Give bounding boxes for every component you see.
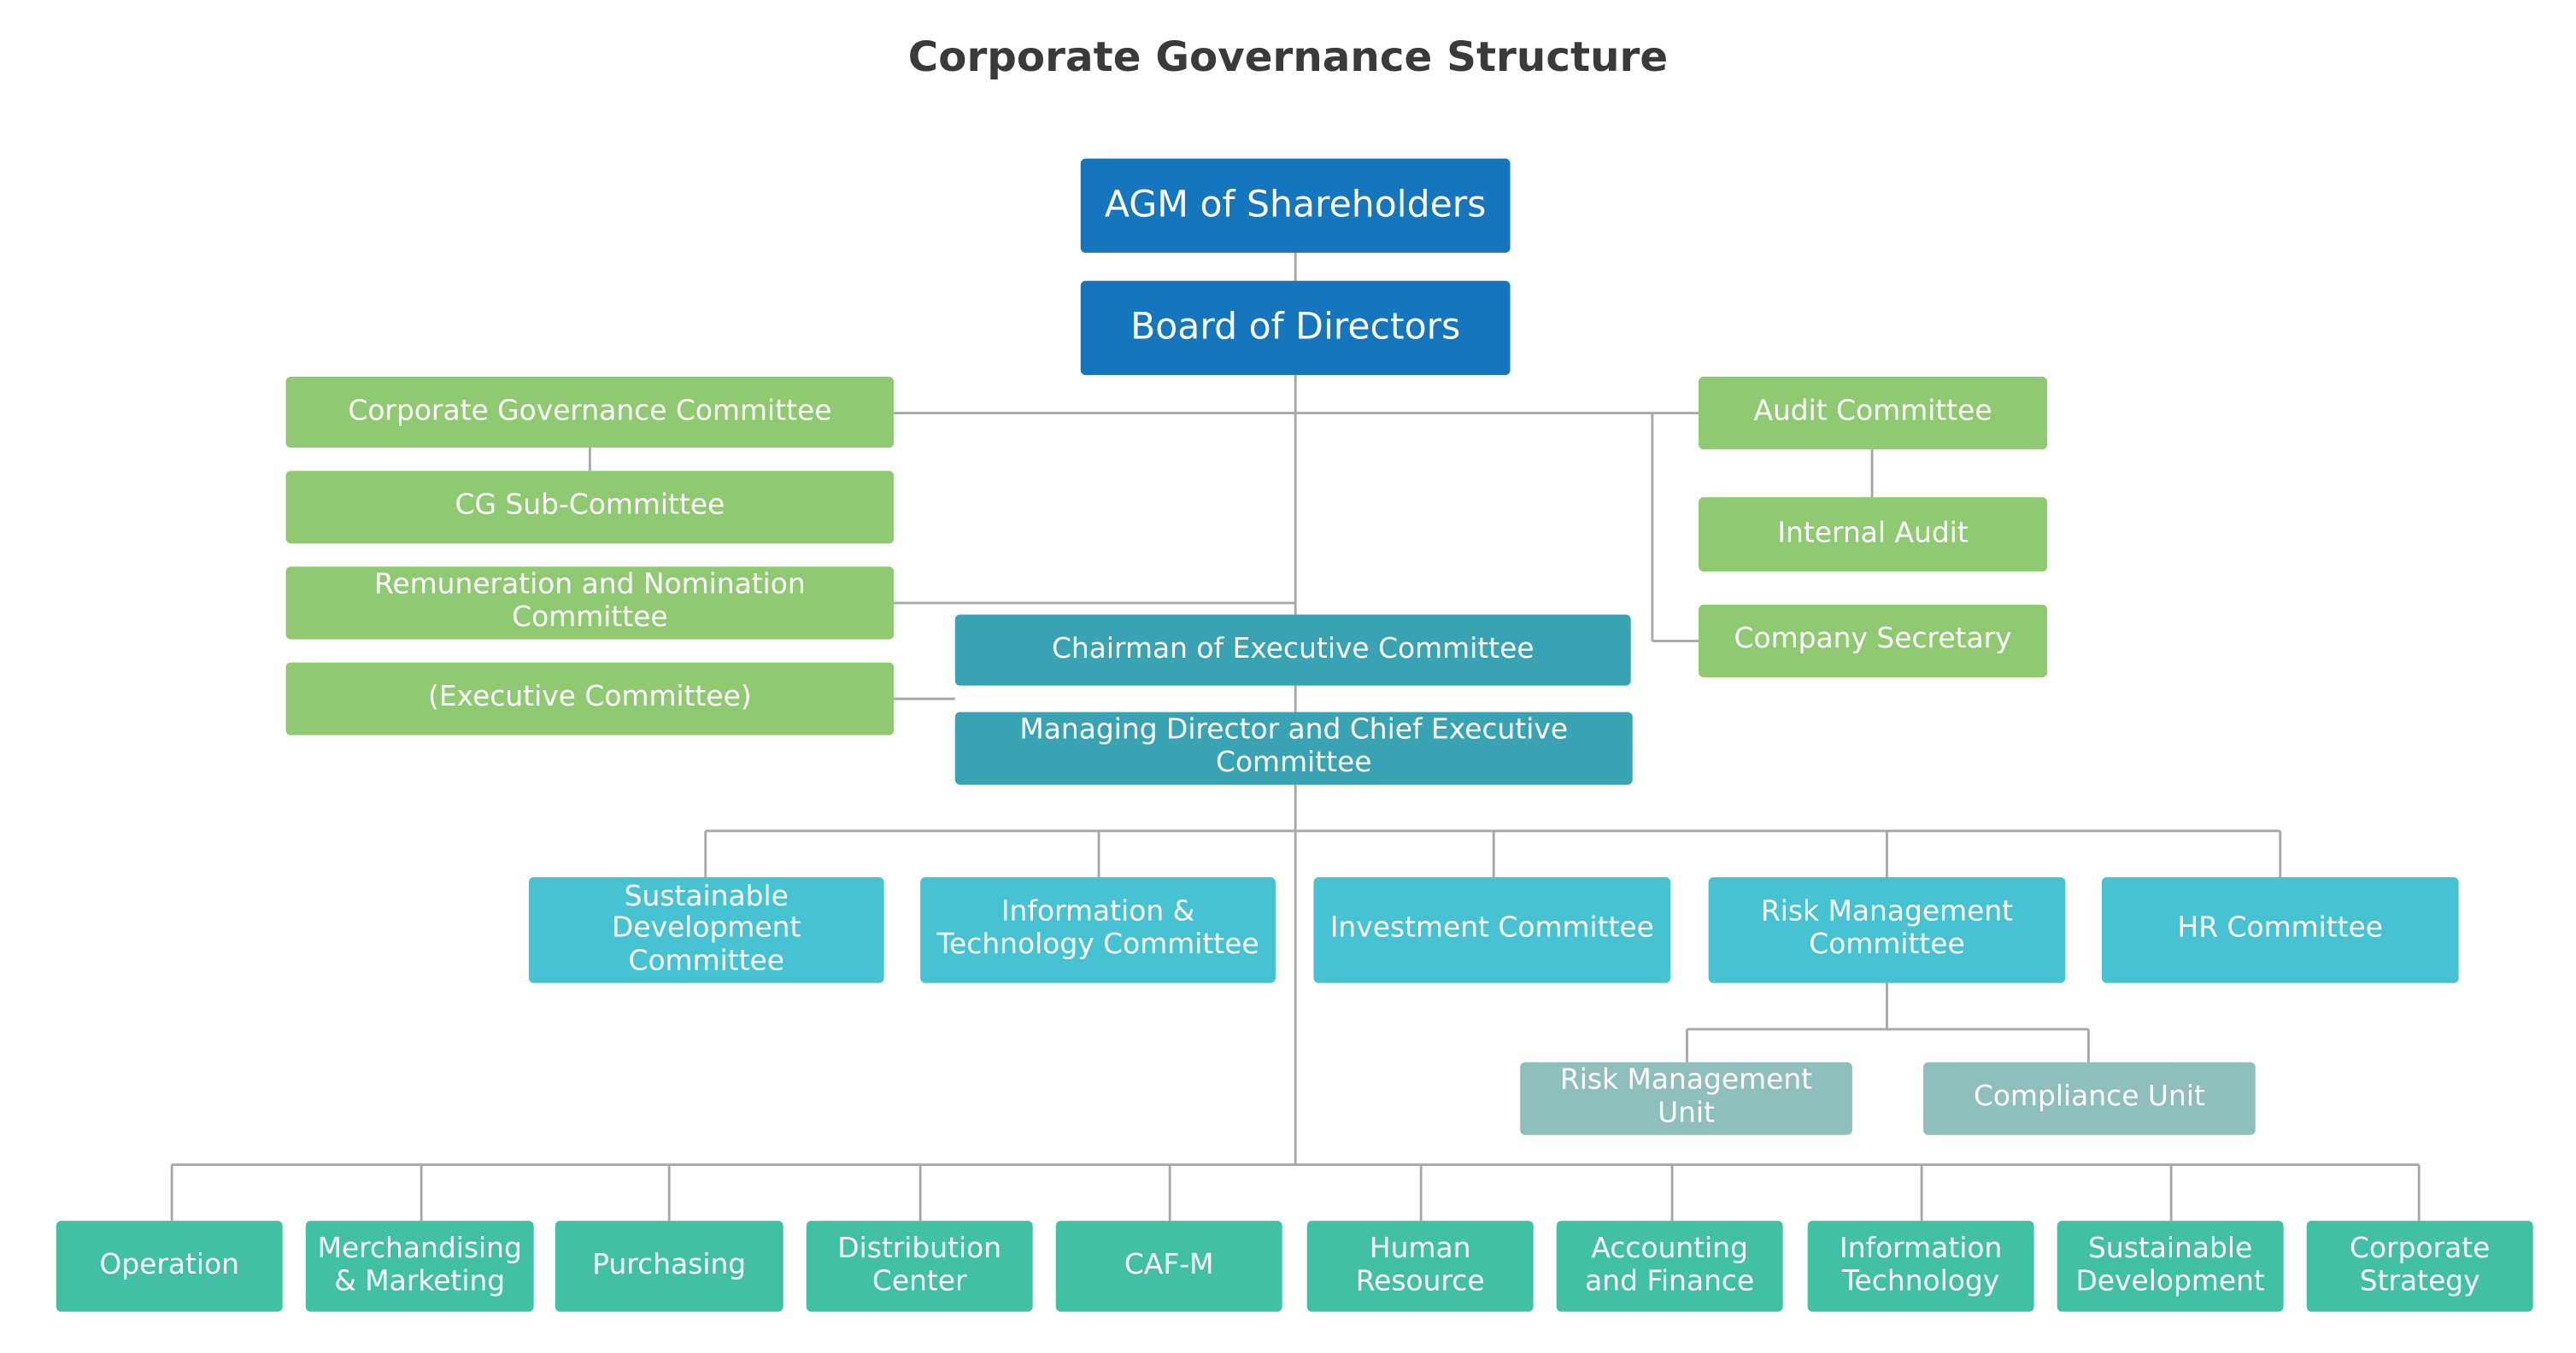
chairman-executive-box: Chairman of Executive Committee <box>954 614 1631 686</box>
dept-merchandising-box: Merchandising & Marketing <box>305 1221 534 1312</box>
agm-box: AGM of Shareholders <box>1080 158 1511 253</box>
dept-purchasing-box: Purchasing <box>555 1221 783 1312</box>
dept-corporate-strategy-box: Corporate Strategy <box>2306 1221 2533 1312</box>
it-committee-box: Information & Technology Committee <box>920 877 1276 983</box>
dept-human-resource-box: Human Resource <box>1306 1221 1534 1312</box>
executive-committee-box: (Executive Committee) <box>285 662 895 735</box>
dept-accounting-box: Accounting and Finance <box>1556 1221 1783 1312</box>
dept-operation-box: Operation <box>56 1221 283 1312</box>
investment-committee-box: Investment Committee <box>1313 877 1671 983</box>
internal-audit-box: Internal Audit <box>1699 497 2048 572</box>
hr-committee-box: HR Committee <box>2101 877 2459 983</box>
dept-distribution-box: Distribution Center <box>806 1221 1033 1312</box>
company-secretary-box: Company Secretary <box>1699 604 2048 677</box>
dept-it-box: Information Technology <box>1807 1221 2034 1312</box>
dept-sustainable-development-box: Sustainable Development <box>2057 1221 2284 1312</box>
audit-committee-box: Audit Committee <box>1699 376 2048 450</box>
compliance-unit-box: Compliance Unit <box>1923 1062 2256 1135</box>
remuneration-committee-box: Remuneration and Nomination Committee <box>285 566 895 640</box>
sustainable-development-committee-box: Sustainable Development Committee <box>528 877 884 983</box>
dept-caf-m-box: CAF-M <box>1055 1221 1282 1312</box>
md-ceo-box: Managing Director and Chief Executive Co… <box>954 712 1633 785</box>
corporate-governance-committee-box: Corporate Governance Committee <box>285 376 895 448</box>
cg-sub-committee-box: CG Sub-Committee <box>285 471 895 544</box>
risk-management-committee-box: Risk Management Committee <box>1708 877 2066 983</box>
risk-management-unit-box: Risk Management Unit <box>1520 1062 1852 1135</box>
board-box: Board of Directors <box>1080 280 1511 376</box>
chart-title: Corporate Governance Structure <box>907 32 1669 81</box>
